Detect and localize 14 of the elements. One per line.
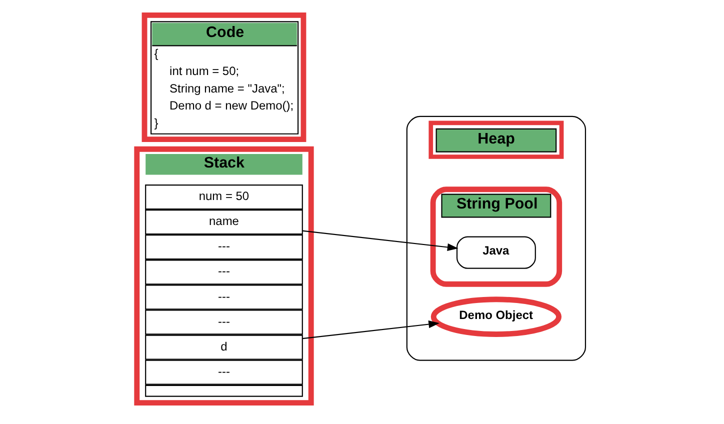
node-box: name (145, 210, 303, 235)
node-box: --- (145, 360, 303, 385)
arrow (302, 230, 458, 251)
arrow (302, 320, 440, 340)
node-box: num = 50 (145, 184, 303, 210)
node-box: d (145, 334, 303, 360)
node-box: --- (145, 234, 303, 260)
node-box: --- (145, 310, 303, 335)
node-box (145, 384, 303, 397)
node-box: --- (145, 260, 303, 285)
node-ellipse: Demo Object (430, 296, 562, 337)
node-box: Java (456, 236, 536, 269)
node-box: --- (145, 284, 303, 310)
node-box: Code { int num = 50; String name = "Java"; Demo d = new Demo(); } (142, 12, 306, 142)
